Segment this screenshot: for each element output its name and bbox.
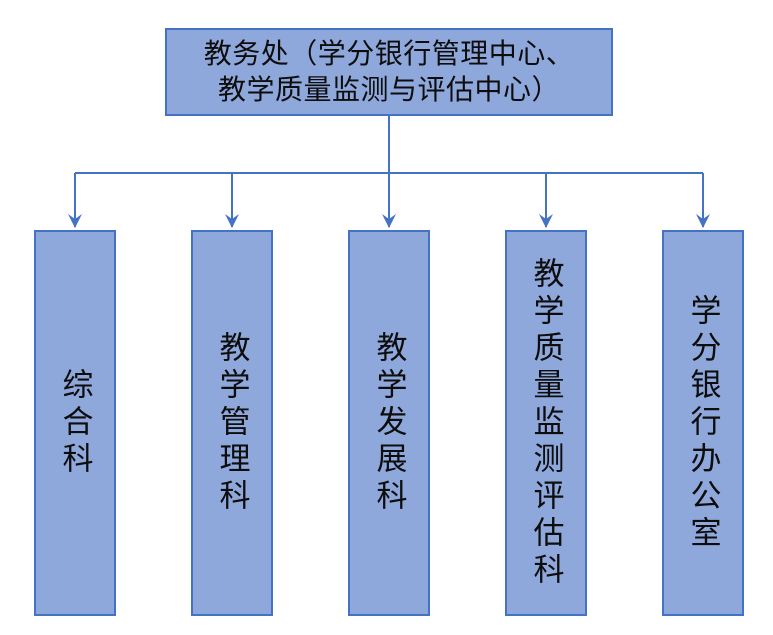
root-node-jiaowuchu[interactable]: 教务处（学分银行管理中心、 教学质量监测与评估中心） — [165, 28, 613, 116]
root-node-label-line1: 教务处（学分银行管理中心、 — [203, 38, 575, 69]
root-node-label-line2: 教学质量监测与评估中心） — [217, 74, 560, 105]
dept-node-xuefen-yinhang-bangongshi[interactable]: 学分银行办公室 — [662, 230, 744, 616]
dept-node-jiaoxue-zhiliang-jiance-pinggu-ke[interactable]: 教学质量监测评估科 — [505, 230, 587, 616]
dept-node-jiaoxue-fazhan-ke[interactable]: 教学发展科 — [348, 230, 430, 616]
dept-node-label: 教学管理科 — [214, 330, 250, 516]
dept-node-label: 教学发展科 — [371, 330, 407, 516]
dept-node-label: 学分银行办公室 — [685, 293, 721, 553]
dept-node-label: 综合科 — [57, 367, 93, 479]
dept-node-label: 教学质量监测评估科 — [528, 256, 564, 590]
dept-node-jiaoxue-guanli-ke[interactable]: 教学管理科 — [191, 230, 273, 616]
dept-node-zonghe-ke[interactable]: 综合科 — [34, 230, 116, 616]
